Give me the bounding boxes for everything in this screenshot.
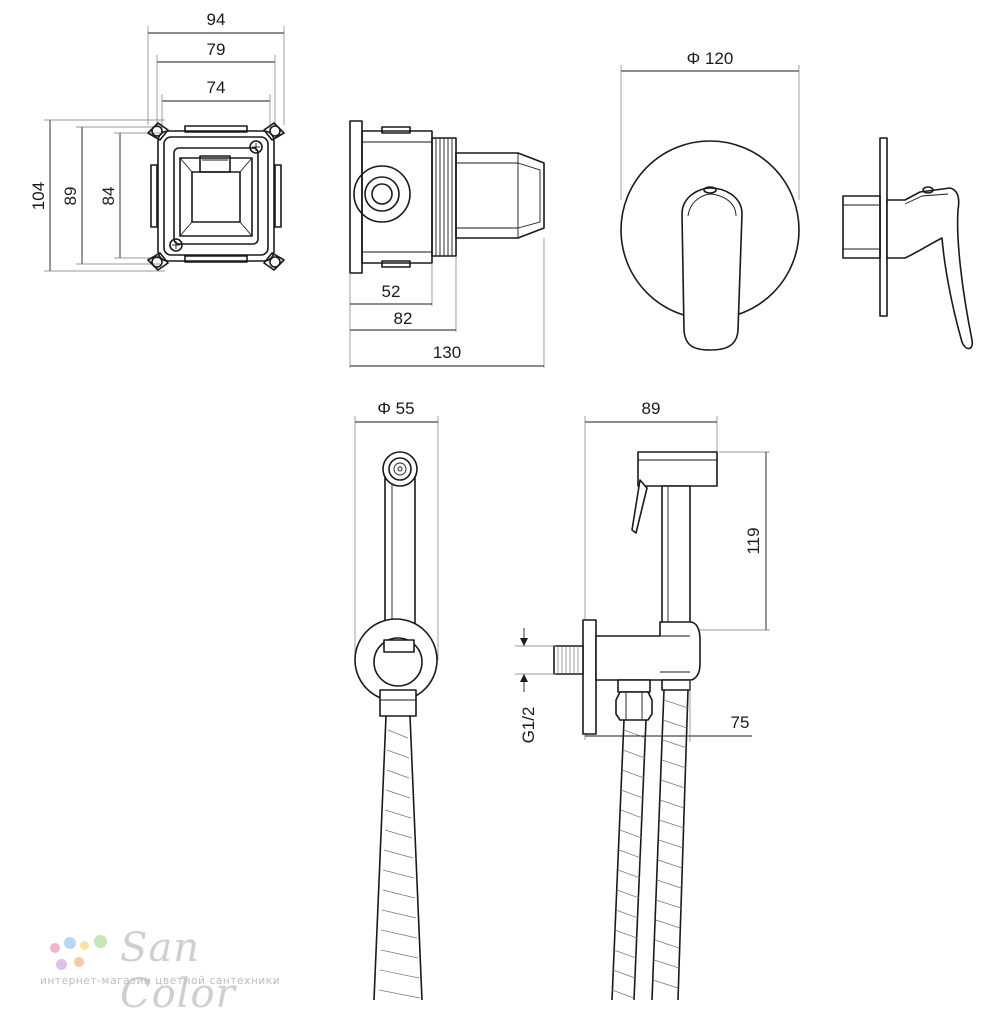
- holder-side-view: 89 119: [515, 399, 770, 1000]
- sprayer-side: [631, 451, 718, 627]
- watermark-dot: [50, 943, 60, 953]
- mounting-box-front-view: 94 79 74 104 89 84: [29, 10, 285, 272]
- outlet-projection-dimension-lines: [585, 680, 752, 742]
- dim-sprayer-length: 89: [642, 399, 661, 418]
- watermark-dot: [74, 957, 84, 967]
- valve-side-view: 52 82 130: [349, 120, 545, 368]
- box-width-dimension-lines: [147, 26, 285, 130]
- dim-outlet-projection: 75: [731, 713, 750, 732]
- watermark-dot: [56, 959, 67, 970]
- mounting-box-body: [147, 122, 285, 271]
- sprayer-front: [382, 451, 418, 641]
- dim-box-width-mid: 79: [207, 40, 226, 59]
- dim-valve-depth-total: 130: [433, 343, 461, 362]
- dim-sprayer-height: 119: [744, 527, 763, 554]
- watermark-logo: San Color интернет-магазин цветной санте…: [40, 925, 300, 1017]
- dim-box-width-outer: 94: [207, 10, 226, 29]
- box-height-dimension-lines: [44, 119, 165, 272]
- holder-front-view: Φ 55: [354, 399, 439, 1000]
- rosette-plate-side: [879, 137, 888, 317]
- dim-valve-depth-short: 52: [382, 282, 401, 301]
- hose-front: [373, 715, 423, 1000]
- wall-holder-front: [354, 618, 438, 717]
- valve-depth-dimension-lines: [349, 238, 545, 368]
- wall-holder-side: [553, 619, 701, 735]
- dim-holder-diameter: Φ 55: [377, 399, 414, 418]
- mixer-lever-side: [886, 187, 974, 350]
- dim-box-width-inner: 74: [207, 78, 226, 97]
- watermark-dot: [80, 941, 89, 950]
- watermark-tagline: интернет-магазин цветной сантехники: [40, 975, 281, 987]
- dim-rosette-diameter: Φ 120: [687, 49, 734, 68]
- dim-thread-size: G1/2: [519, 707, 538, 744]
- watermark-dot: [94, 935, 107, 948]
- dim-box-height-inner: 84: [99, 187, 118, 206]
- dim-box-height-outer: 104: [29, 182, 48, 210]
- lever-side-view: [842, 137, 974, 350]
- rosette-front-view: Φ 120: [620, 49, 800, 351]
- watermark-brand: San Color: [120, 925, 236, 1017]
- dim-valve-depth-mid: 82: [394, 309, 413, 328]
- thread-dimension-lines: [515, 628, 556, 692]
- mixer-lever-front: [681, 186, 743, 351]
- hose-side: [611, 689, 689, 1000]
- watermark-dot: [64, 937, 76, 949]
- watermark-dots: [50, 933, 120, 973]
- valve-body: [349, 120, 545, 274]
- dim-box-height-mid: 89: [61, 187, 80, 206]
